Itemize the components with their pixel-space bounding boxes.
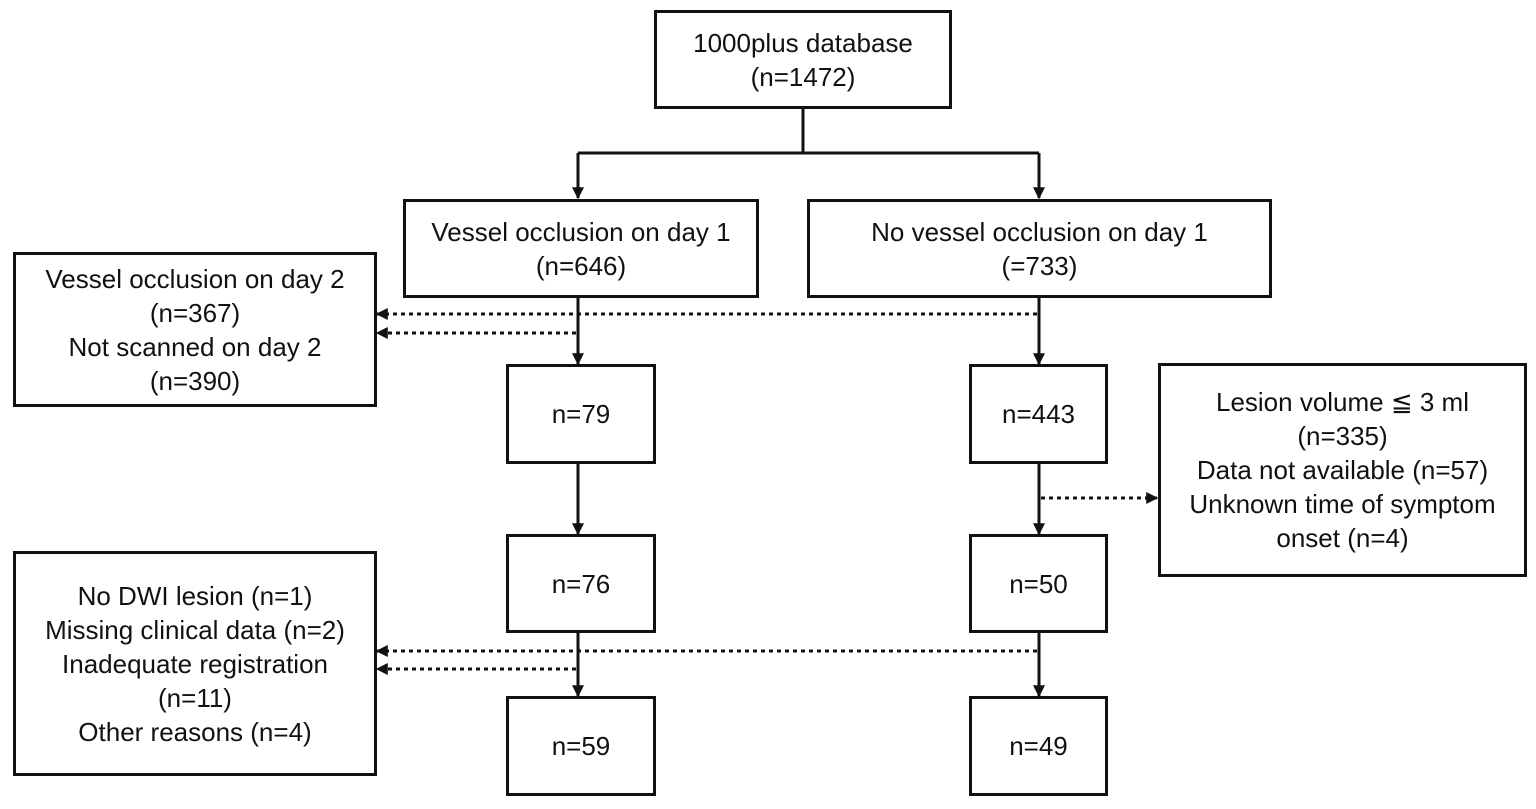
lesion-exclusion-line-1: Lesion volume ≦ 3 ml — [1215, 387, 1469, 417]
no-vessel-occlusion-day1-label: No vessel occlusion on day 1 — [871, 216, 1208, 247]
final-exclusion-line-2: Missing clinical data (n=2) — [45, 614, 345, 645]
final-exclusion-box: No DWI lesion (n=1) Missing clinical dat… — [13, 551, 377, 776]
no-vessel-occlusion-day1-count: (=733) — [1001, 250, 1078, 281]
vessel-occlusion-day1-box: Vessel occlusion on day 1 (n=646) — [403, 199, 759, 298]
right-count-50: n=50 — [1009, 568, 1068, 599]
lesion-exclusion-line-4: Unknown time of symptom — [1189, 489, 1496, 519]
left-count-59: n=59 — [551, 731, 611, 761]
lesion-exclusion-box: Lesion volume ≦ 3 ml (n=335) Data not av… — [1158, 363, 1527, 577]
left-count-box-79: n=79 — [506, 364, 656, 464]
right-count-box-50: n=50 — [969, 534, 1108, 633]
day2-exclusion-line-3: Not scanned on day 2 — [68, 331, 322, 362]
database-box: 1000plus database (n=1472) — [654, 10, 952, 109]
vessel-occlusion-day1-label: Vessel occlusion on day 1 — [431, 216, 731, 247]
database-title: 1000plus database — [693, 27, 913, 58]
final-exclusion-line-1: No DWI lesion (n=1) — [77, 580, 313, 611]
day2-exclusion-line-1: Vessel occlusion on day 2 — [45, 263, 345, 294]
lesion-exclusion-line-3: Data not available (n=57) — [1196, 455, 1489, 485]
right-count-443: n=443 — [1001, 399, 1076, 429]
left-count-box-59: n=59 — [506, 696, 656, 796]
lesion-exclusion-line-5: onset (n=4) — [1276, 523, 1409, 553]
final-exclusion-line-5: Other reasons (n=4) — [78, 716, 312, 747]
day2-exclusion-line-4: (n=390) — [149, 365, 241, 396]
left-count-79: n=79 — [551, 399, 611, 429]
no-vessel-occlusion-day1-box: No vessel occlusion on day 1 (=733) — [807, 199, 1272, 298]
left-count-box-76: n=76 — [506, 534, 656, 633]
right-count-box-443: n=443 — [969, 364, 1108, 464]
final-exclusion-line-3: Inadequate registration — [62, 648, 328, 679]
right-count-box-49: n=49 — [969, 696, 1108, 796]
left-count-76: n=76 — [551, 568, 611, 599]
day2-exclusion-line-2: (n=367) — [149, 297, 241, 328]
lesion-exclusion-line-2: (n=335) — [1297, 421, 1388, 451]
day2-exclusion-box: Vessel occlusion on day 2 (n=367) Not sc… — [13, 252, 377, 407]
vessel-occlusion-day1-count: (n=646) — [535, 250, 627, 281]
database-count: (n=1472) — [750, 61, 856, 92]
right-count-49: n=49 — [1009, 731, 1068, 761]
final-exclusion-line-4: (n=11) — [158, 682, 232, 713]
